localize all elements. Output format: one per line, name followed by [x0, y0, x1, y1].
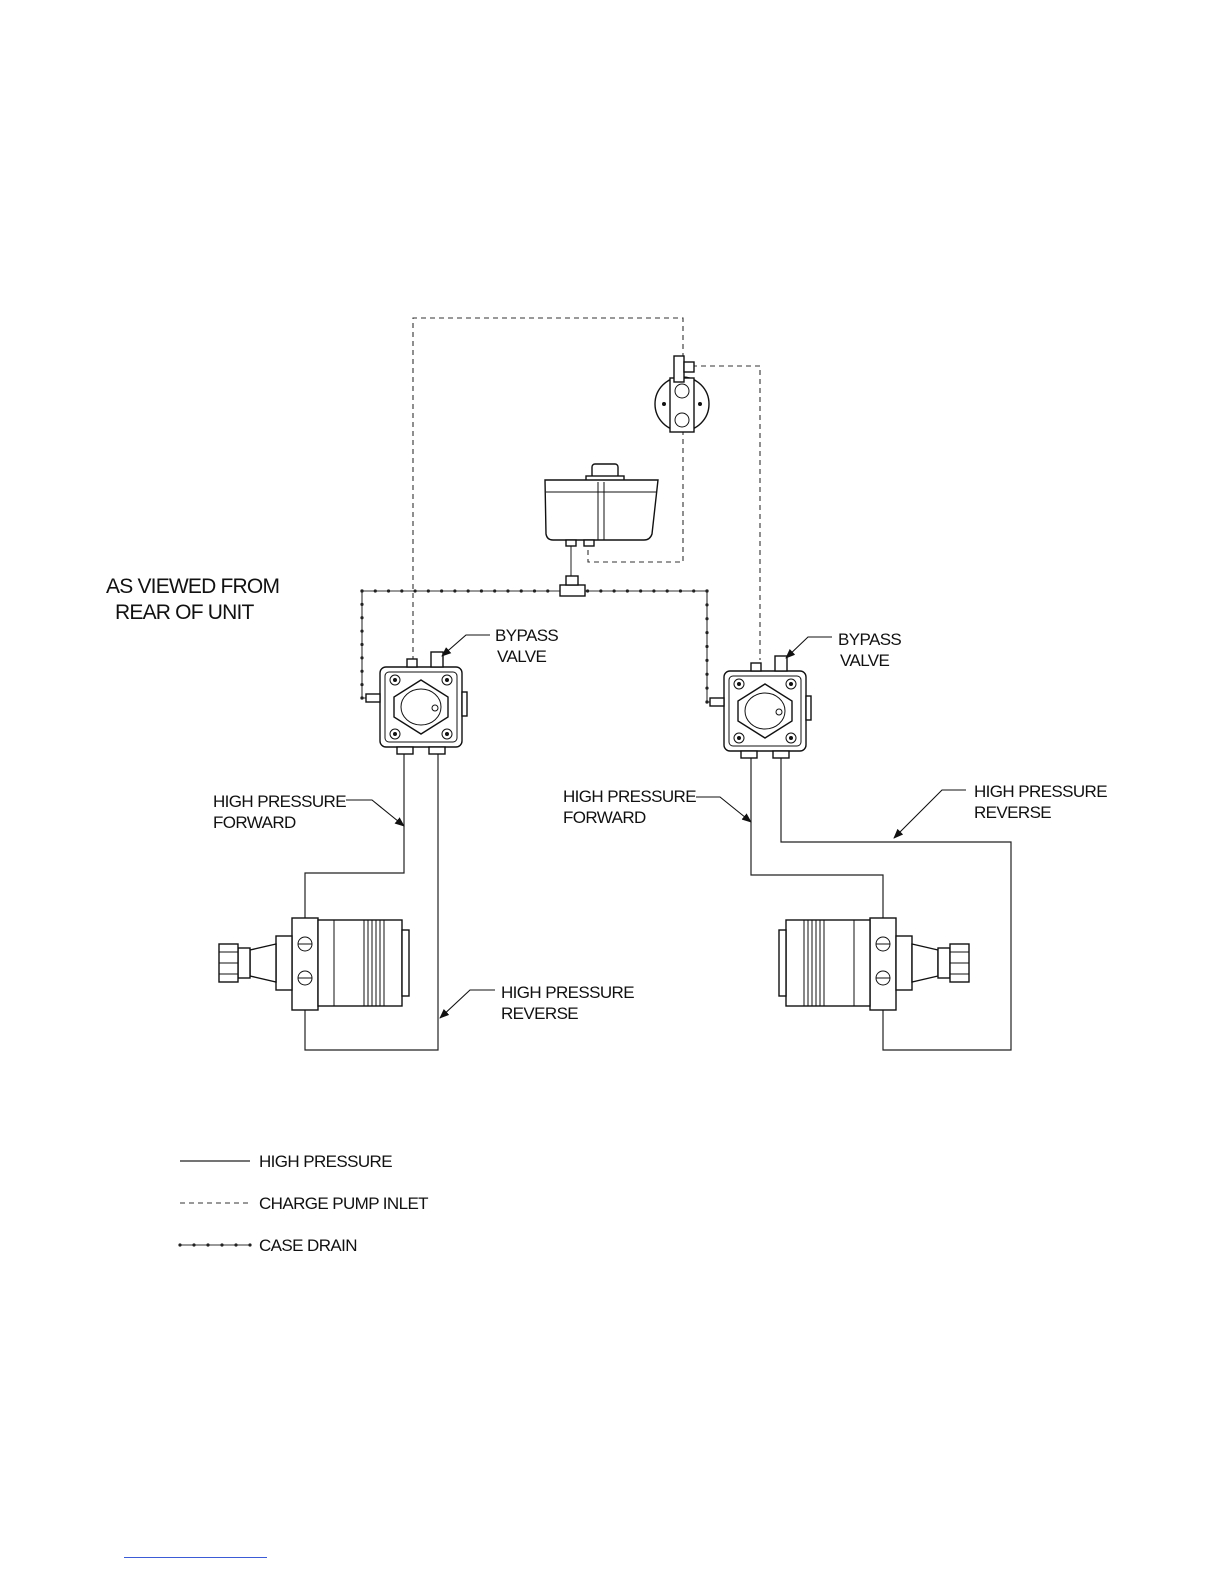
case-drain-dot: [360, 696, 363, 699]
legend-label: HIGH PRESSURE: [259, 1152, 392, 1171]
case-drain-dot: [666, 589, 669, 592]
case-drain-dot: [493, 589, 496, 592]
case-drain-dot: [639, 589, 642, 592]
view-note-line2: REAR OF UNIT: [115, 601, 255, 624]
bypass-valve-right-line2: VALVE: [840, 651, 890, 670]
bypass-valve-left-line2: VALVE: [497, 647, 547, 666]
case-drain-dot: [360, 616, 363, 619]
case-drain-dot: [387, 589, 390, 592]
case-drain-dot: [613, 589, 616, 592]
case-drain-dot: [705, 673, 708, 676]
case-drain-dot: [520, 589, 523, 592]
left-wheel-motor: [219, 918, 409, 1010]
case-drain-dot: [705, 687, 708, 690]
right-wheel-motor: [779, 918, 969, 1010]
case-drain-dot: [206, 1243, 209, 1246]
right-hydrostatic-pump: [710, 656, 811, 758]
case-drain-dot: [480, 589, 483, 592]
case-drain-dot: [705, 700, 708, 703]
case-drain-dot: [360, 589, 363, 592]
case-drain-dot: [705, 603, 708, 606]
case-drain-dot: [692, 589, 695, 592]
bypass-valve-right-line1: BYPASS: [838, 630, 901, 649]
case-drain-dot: [453, 589, 456, 592]
case-drain-dot: [533, 589, 536, 592]
hp-reverse-right-line1: HIGH PRESSURE: [974, 782, 1107, 801]
case-drain-dot: [506, 589, 509, 592]
hp-forward-left-line2: FORWARD: [213, 813, 296, 832]
case-drain-dot: [178, 1243, 181, 1246]
hp-reverse-left-line1: HIGH PRESSURE: [501, 983, 634, 1002]
hp-forward-right-line2: FORWARD: [563, 808, 646, 827]
legend-item-charge-pump-inlet: CHARGE PUMP INLET: [180, 1194, 428, 1213]
case-drain-dot: [586, 589, 589, 592]
hydraulic-reservoir: [545, 464, 658, 546]
line-legend: HIGH PRESSURE CHARGE PUMP INLET CASE DRA…: [178, 1152, 428, 1255]
hp-forward-left-line1: HIGH PRESSURE: [213, 792, 346, 811]
case-drain-dot: [360, 630, 363, 633]
case-drain-dot: [360, 603, 363, 606]
case-drain-dot: [705, 659, 708, 662]
case-drain-dot: [220, 1243, 223, 1246]
case-drain-dot: [546, 589, 549, 592]
case-drain-dot: [467, 589, 470, 592]
case-drain-dot: [413, 589, 416, 592]
case-drain-dot: [427, 589, 430, 592]
case-drain-dot: [360, 670, 363, 673]
hp-reverse-left-line2: REVERSE: [501, 1004, 578, 1023]
case-drain-dot: [705, 617, 708, 620]
case-drain-dot: [248, 1243, 251, 1246]
legend-item-case-drain: CASE DRAIN: [178, 1236, 357, 1255]
footer-link-underline[interactable]: [124, 1557, 267, 1558]
hp-reverse-right-line2: REVERSE: [974, 803, 1051, 822]
view-note-line1: AS VIEWED FROM: [106, 575, 279, 598]
charge-filter: [655, 356, 709, 432]
legend-item-high-pressure: HIGH PRESSURE: [180, 1152, 392, 1171]
case-drain-dot: [626, 589, 629, 592]
bypass-valve-left-line1: BYPASS: [495, 626, 558, 645]
case-drain-dot: [360, 656, 363, 659]
case-drain-dot: [705, 631, 708, 634]
legend-label: CHARGE PUMP INLET: [259, 1194, 428, 1213]
case-drain-dot: [360, 683, 363, 686]
case-drain-dot: [705, 645, 708, 648]
legend-label: CASE DRAIN: [259, 1236, 357, 1255]
case-drain-dot: [679, 589, 682, 592]
case-drain-dot: [374, 589, 377, 592]
case-drain-dot: [440, 589, 443, 592]
case-drain-dot: [400, 589, 403, 592]
case-drain-dot: [234, 1243, 237, 1246]
case-drain-dot: [652, 589, 655, 592]
case-drain-dot: [192, 1243, 195, 1246]
case-drain-dot: [599, 589, 602, 592]
left-hydrostatic-pump: [366, 652, 467, 754]
hp-forward-right-line1: HIGH PRESSURE: [563, 787, 696, 806]
case-drain-dot: [360, 643, 363, 646]
case-drain-dot: [705, 589, 708, 592]
